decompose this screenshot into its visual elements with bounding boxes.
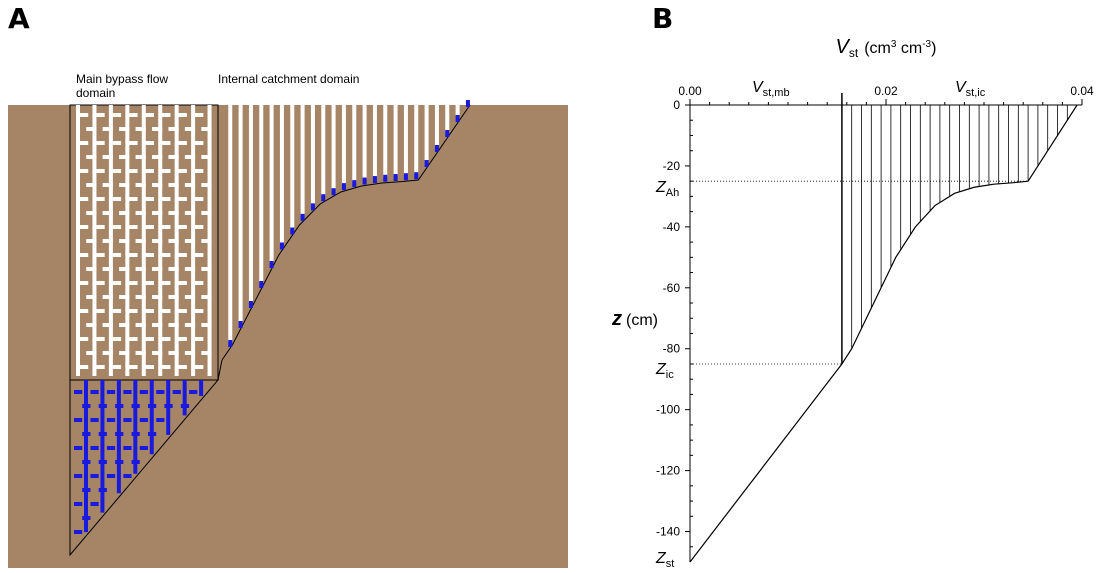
internal-catchment-label: Internal catchment domain xyxy=(218,72,360,86)
catchment-lower-edge xyxy=(217,359,223,381)
y-tick-label: -20 xyxy=(663,159,681,173)
panel-b-letter: B xyxy=(652,2,674,35)
outer-storage-curve xyxy=(841,104,1078,365)
z-st-label: Zst xyxy=(655,550,674,570)
v-st-ic-label: Vst,ic xyxy=(955,79,986,99)
y-tick-label: -100 xyxy=(656,403,680,417)
y-tick-label: -80 xyxy=(663,342,681,356)
y-tick-label: -60 xyxy=(663,281,681,295)
bypass-domain-label: Main bypass flow domain xyxy=(76,72,168,100)
z-ah-label: ZAh xyxy=(655,179,679,199)
bypass-domain-label-line2: domain xyxy=(76,86,116,100)
y-tick-label: -140 xyxy=(656,525,680,539)
y-axis-label: z(cm) xyxy=(611,308,658,330)
y-tick-label: -120 xyxy=(656,464,680,478)
bypass-domain-label-line1: Main bypass flow xyxy=(76,72,169,86)
z-ic-label: Zic xyxy=(655,361,674,381)
v-st-mb-label: Vst,mb xyxy=(752,79,790,99)
catchment-boundary-curve xyxy=(221,104,471,361)
x-tick-label: 0.00 xyxy=(678,84,702,98)
x-tick-label: 0.04 xyxy=(1070,84,1094,98)
panel-a-letter: A xyxy=(8,2,30,35)
y-tick-label: -40 xyxy=(663,220,681,234)
lower-storage-line xyxy=(689,363,843,563)
x-tick-label: 0.02 xyxy=(874,84,898,98)
lower-bypass-triangle xyxy=(69,379,220,557)
chart-title: Vst(cm3 cm-3) xyxy=(836,36,937,60)
y-tick-label: 0 xyxy=(673,98,680,112)
